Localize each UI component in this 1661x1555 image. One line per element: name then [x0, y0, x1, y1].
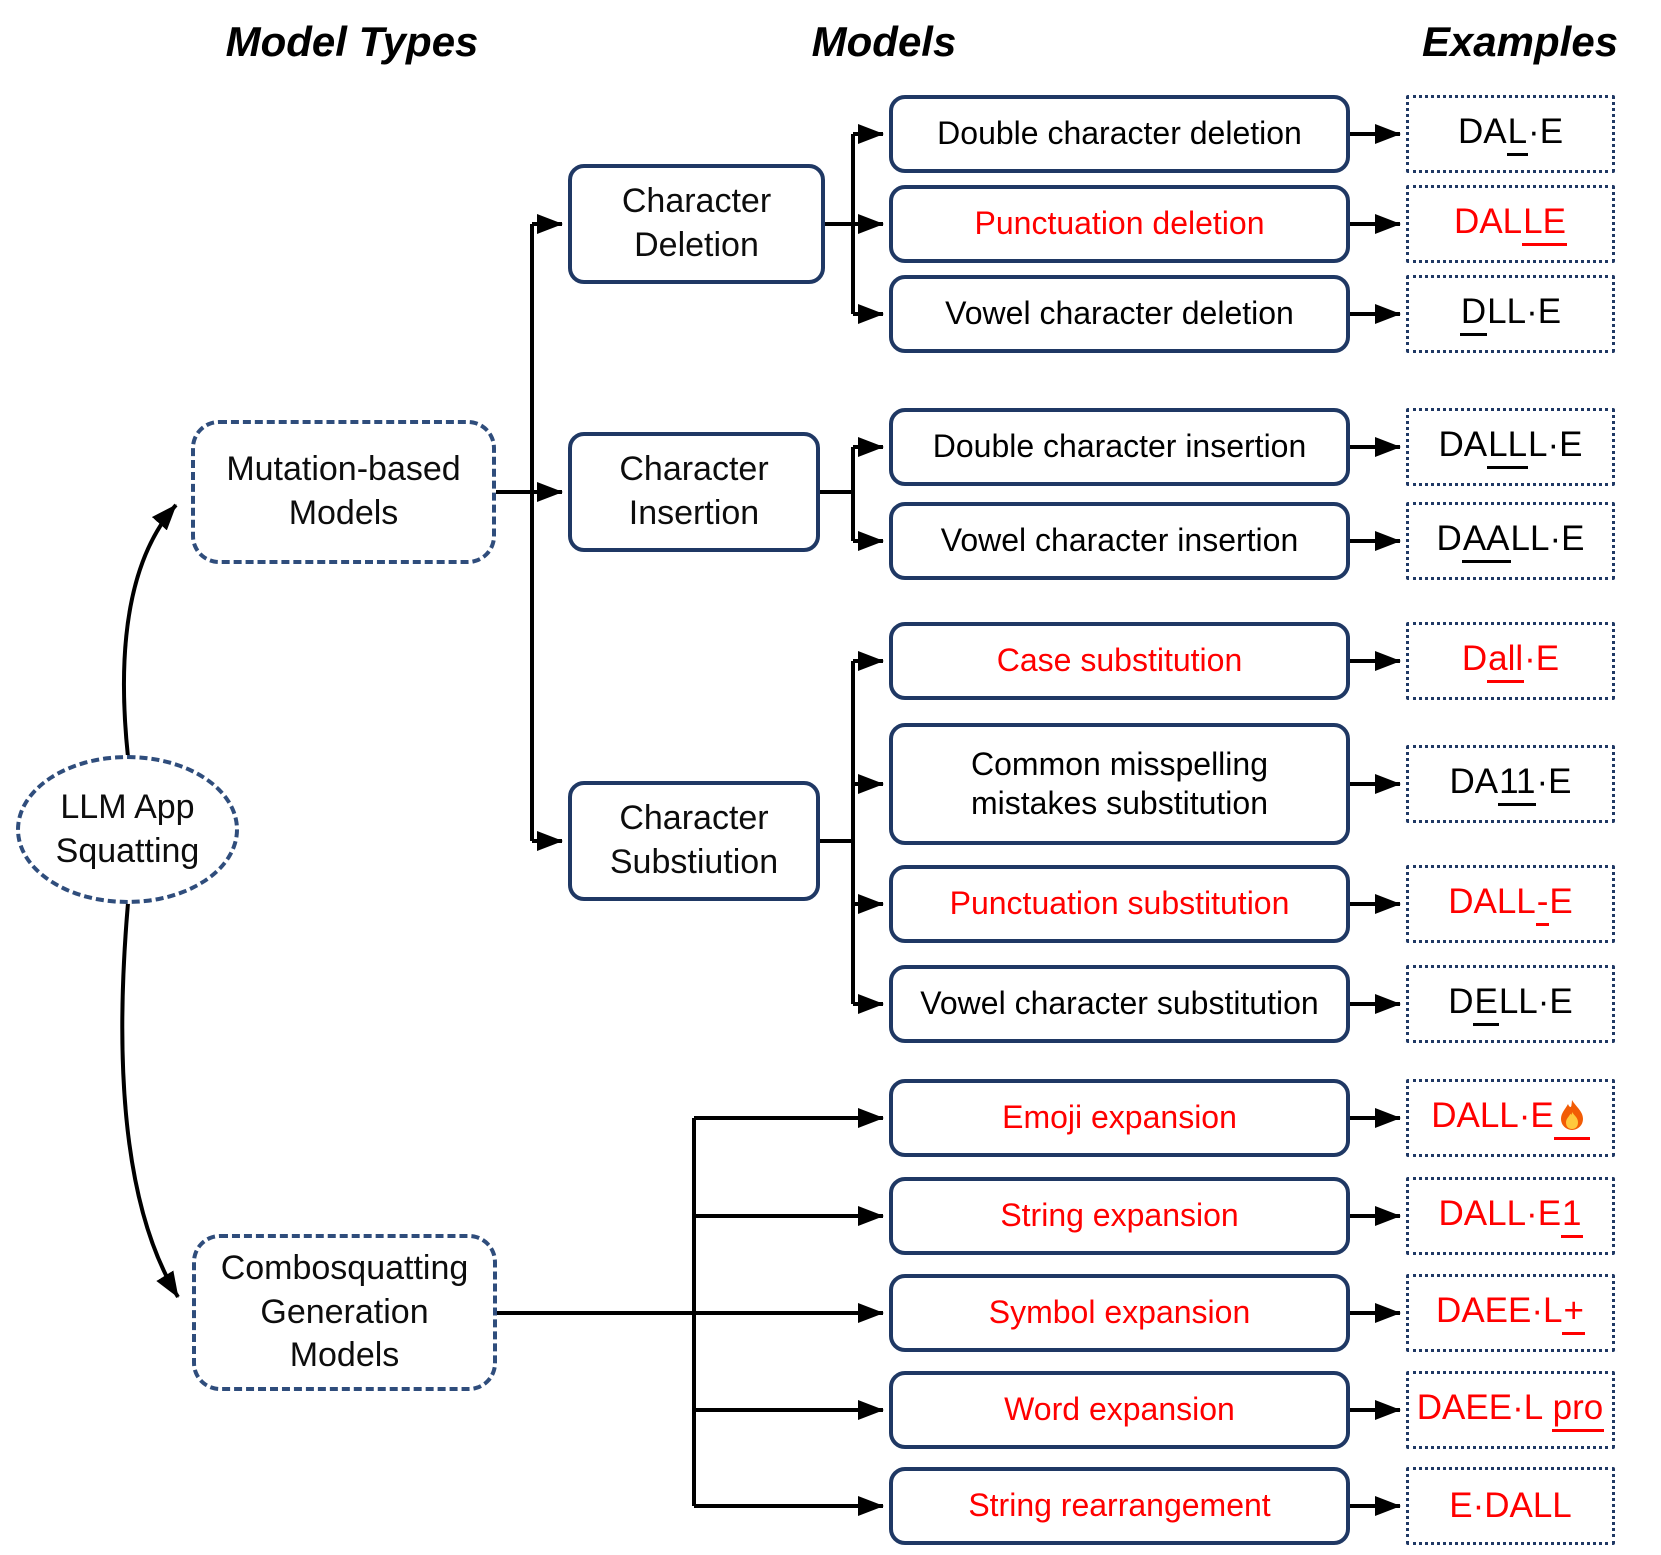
model-label: Double character insertion: [932, 428, 1307, 465]
example-box: DAEE·L pro: [1406, 1371, 1615, 1449]
model-label: Double character deletion: [937, 115, 1302, 152]
model-box: Case substitution: [889, 622, 1350, 700]
category-character-insertion: Character Insertion: [568, 432, 820, 552]
model-type-label: Combosquatting Generation Models: [220, 1249, 469, 1375]
model-label: Word expansion: [1004, 1391, 1235, 1428]
example-text: DAEE·L pro: [1417, 1388, 1605, 1433]
example-box: DELL·E: [1406, 965, 1615, 1043]
model-box: Word expansion: [889, 1371, 1350, 1449]
model-box: Punctuation substitution: [889, 865, 1350, 943]
example-text: DA11·E: [1450, 762, 1571, 807]
example-text: DAL·E: [1458, 112, 1563, 157]
example-box: DALL·E: [1406, 1079, 1615, 1157]
example-text: DELL·E: [1448, 982, 1573, 1027]
model-label: String expansion: [1000, 1197, 1239, 1234]
category-character-substitution: Character Substiution: [568, 781, 820, 901]
example-text: DALL-E: [1448, 882, 1573, 927]
example-text: DAEE·L+: [1436, 1291, 1585, 1336]
model-box: String expansion: [889, 1177, 1350, 1255]
model-type-mutation-based: Mutation-based Models: [191, 420, 496, 564]
fire-emoji-icon: [1553, 1098, 1590, 1141]
model-box: Symbol expansion: [889, 1274, 1350, 1352]
example-box: DA11·E: [1406, 745, 1615, 823]
model-label: String rearrangement: [968, 1487, 1271, 1524]
model-box: Vowel character insertion: [889, 502, 1350, 580]
example-text: DAALL·E: [1437, 519, 1584, 564]
model-label: Common misspelling mistakes substitution: [970, 745, 1268, 821]
example-box: DALLL·E: [1406, 408, 1615, 486]
example-box: DAEE·L+: [1406, 1274, 1615, 1352]
model-type-label: Mutation-based Models: [226, 450, 461, 532]
model-box: Double character insertion: [889, 408, 1350, 486]
column-header-examples: Examples: [1421, 18, 1619, 65]
example-box: DALL-E: [1406, 865, 1615, 943]
example-box: DALL·E1: [1406, 1177, 1615, 1255]
model-label: Emoji expansion: [1002, 1099, 1237, 1136]
model-label: Case substitution: [996, 642, 1243, 679]
example-box: DAALL·E: [1406, 502, 1615, 580]
model-label: Vowel character insertion: [940, 522, 1299, 559]
root-node-llm-app-squatting: LLM App Squatting: [16, 755, 239, 904]
model-type-combosquatting: Combosquatting Generation Models: [192, 1234, 497, 1391]
model-label: Vowel character substitution: [920, 985, 1319, 1022]
category-label: Character Substiution: [609, 799, 779, 881]
category-label: Character Insertion: [619, 450, 769, 532]
example-box: DLL·E: [1406, 275, 1615, 353]
example-box: DAL·E: [1406, 95, 1615, 173]
example-text: E·DALL: [1449, 1486, 1572, 1525]
column-header-model-types: Model Types: [225, 18, 479, 65]
example-box: DALLE: [1406, 185, 1615, 263]
example-box: Dall·E: [1406, 622, 1615, 700]
category-label: Character Deletion: [621, 182, 772, 264]
example-text: Dall·E: [1462, 639, 1559, 684]
category-character-deletion: Character Deletion: [568, 164, 825, 284]
root-label: LLM App Squatting: [55, 787, 200, 870]
model-box: Punctuation deletion: [889, 185, 1350, 263]
example-text: DALLE: [1454, 202, 1567, 247]
model-label: Symbol expansion: [988, 1294, 1251, 1331]
model-box: String rearrangement: [889, 1467, 1350, 1545]
model-label: Vowel character deletion: [945, 295, 1294, 332]
model-box: Vowel character substitution: [889, 965, 1350, 1043]
column-header-models: Models: [811, 18, 957, 65]
model-box: Vowel character deletion: [889, 275, 1350, 353]
example-text: DLL·E: [1459, 292, 1561, 337]
model-box: Emoji expansion: [889, 1079, 1350, 1157]
model-box: Common misspelling mistakes substitution: [889, 723, 1350, 845]
example-text: DALL·E: [1431, 1096, 1590, 1141]
model-label: Punctuation deletion: [974, 205, 1265, 242]
model-box: Double character deletion: [889, 95, 1350, 173]
example-box: E·DALL: [1406, 1467, 1615, 1545]
model-label: Punctuation substitution: [949, 885, 1290, 922]
example-text: DALL·E1: [1438, 1194, 1583, 1239]
example-text: DALLL·E: [1438, 425, 1583, 470]
